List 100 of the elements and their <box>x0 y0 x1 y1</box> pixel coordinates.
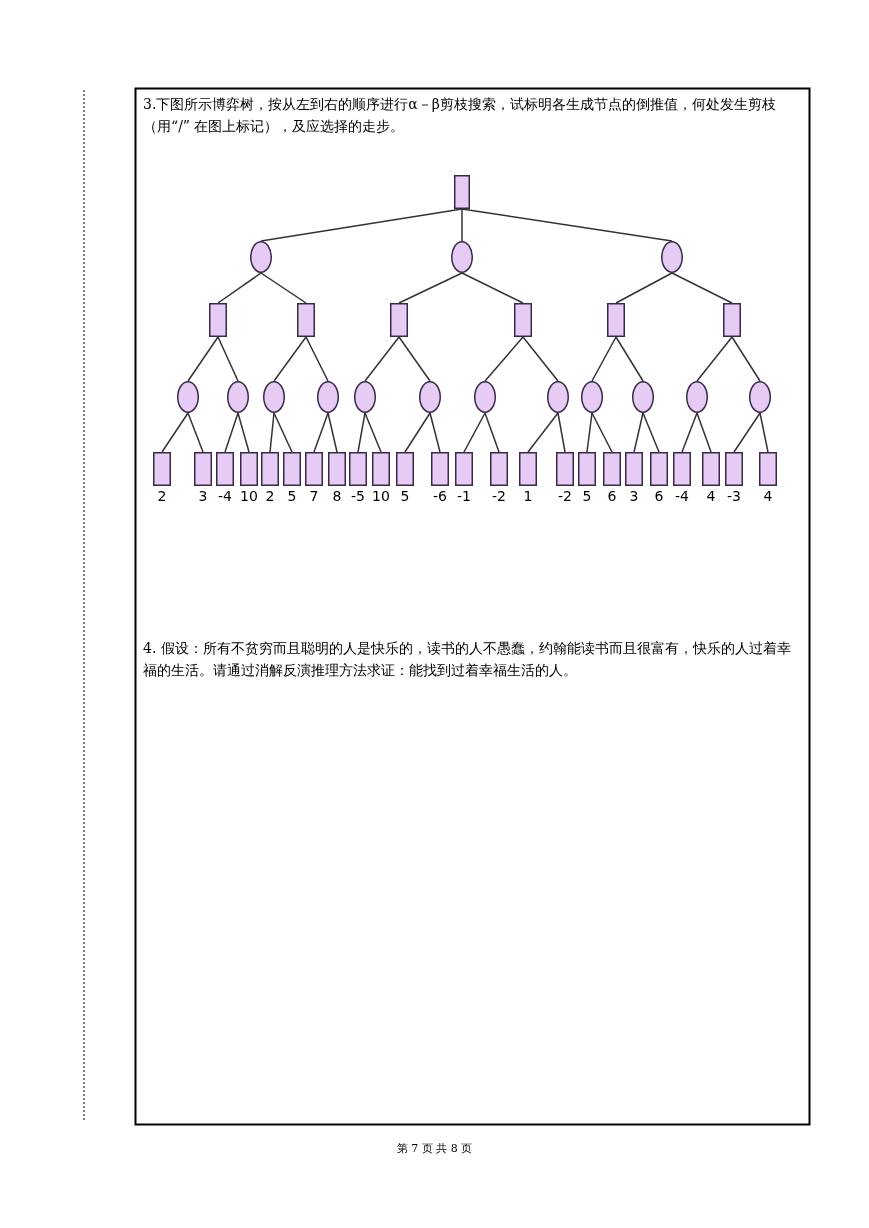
tree-branch-line <box>237 412 250 453</box>
max-node-box <box>454 175 470 209</box>
tree-branch-line <box>557 412 566 453</box>
max-node-box <box>723 303 741 337</box>
tree-branch-line <box>260 208 463 242</box>
tree-branch-line <box>461 208 673 242</box>
leaf-value: 5 <box>400 488 410 504</box>
max-node-box <box>519 452 537 486</box>
question-text: 3.下图所示博弈树，按从左到右的顺序进行α－β剪枝搜索，试标明各生成节点的倒推值，何处发生剪枝（用“/” 在图上标记），及应选择的走步。 <box>143 95 777 136</box>
min-node-circle <box>661 241 683 273</box>
tree-branch-line <box>615 272 673 304</box>
tree-branch-line <box>260 272 307 304</box>
tree-branch-line <box>187 336 219 382</box>
min-node-circle <box>547 381 569 413</box>
tree-branch-line <box>696 412 712 453</box>
tree-branch-line <box>404 412 431 453</box>
question-text: 4. 假设：所有不贫穷而且聪明的人是快乐的，读书的人不愚蠢，约翰能读书而且很富有，快乐的人过着幸福的生活。请通过消解反演推理方法求证：能找到过着幸福生活的人。 <box>143 639 792 680</box>
tree-branch-line <box>305 336 329 382</box>
leaf-value: 10 <box>240 488 258 504</box>
leaf-value: 3 <box>629 488 639 504</box>
tree-branch-line <box>273 412 293 453</box>
min-node-circle <box>474 381 496 413</box>
max-node-box <box>759 452 777 486</box>
min-node-circle <box>581 381 603 413</box>
max-node-box <box>305 452 323 486</box>
tree-branch-line <box>461 208 463 242</box>
min-node-circle <box>749 381 771 413</box>
max-node-box <box>261 452 279 486</box>
tree-branch-line <box>681 412 698 453</box>
min-node-circle <box>451 241 473 273</box>
max-node-box <box>328 452 346 486</box>
max-node-box <box>240 452 258 486</box>
min-node-circle <box>250 241 272 273</box>
leaf-value: -6 <box>433 488 447 504</box>
max-node-box <box>625 452 643 486</box>
max-node-box <box>209 303 227 337</box>
leaf-value: 4 <box>706 488 716 504</box>
tree-branch-line <box>187 412 204 453</box>
tree-branch-line <box>273 336 307 382</box>
leaf-value: 5 <box>582 488 592 504</box>
tree-branch-line <box>224 412 239 453</box>
page-footer: 第 7 页 共 8 页 <box>0 1138 869 1160</box>
max-node-box <box>702 452 720 486</box>
max-node-box <box>216 452 234 486</box>
leaf-value: -4 <box>218 488 232 504</box>
tree-branch-line <box>522 336 559 382</box>
tree-branch-line <box>484 412 500 453</box>
leaf-value: 2 <box>265 488 275 504</box>
leaf-value: -4 <box>675 488 689 504</box>
tree-branch-line <box>217 272 262 304</box>
max-node-box <box>725 452 743 486</box>
leaf-value: 6 <box>654 488 664 504</box>
max-node-box <box>603 452 621 486</box>
max-node-box <box>153 452 171 486</box>
leaf-value: 2 <box>157 488 167 504</box>
tree-branch-line <box>671 272 733 304</box>
tree-branch-line <box>313 412 329 453</box>
leaf-value: -2 <box>558 488 572 504</box>
max-node-box <box>455 452 473 486</box>
tree-branch-line <box>759 412 769 453</box>
tree-branch-line <box>429 412 441 453</box>
tree-branch-line <box>731 336 761 382</box>
tree-branch-line <box>527 412 559 453</box>
max-node-box <box>372 452 390 486</box>
leaf-value: -2 <box>492 488 506 504</box>
max-node-box <box>431 452 449 486</box>
max-node-box <box>297 303 315 337</box>
max-node-box <box>390 303 408 337</box>
tree-branch-line <box>733 412 761 453</box>
min-node-circle <box>686 381 708 413</box>
tree-branch-line <box>269 412 275 453</box>
tree-branch-line <box>364 336 400 382</box>
max-node-box <box>490 452 508 486</box>
leaf-value: 3 <box>198 488 208 504</box>
min-node-circle <box>317 381 339 413</box>
tree-branch-line <box>461 272 524 304</box>
tree-branch-line <box>696 336 733 382</box>
tree-branch-line <box>642 412 660 453</box>
leaf-value: 1 <box>523 488 533 504</box>
tree-branch-line <box>591 336 617 382</box>
max-node-box <box>578 452 596 486</box>
leaf-value: 6 <box>607 488 617 504</box>
leaf-value: 4 <box>763 488 773 504</box>
leaf-value: -3 <box>727 488 741 504</box>
min-node-circle <box>227 381 249 413</box>
max-node-box <box>673 452 691 486</box>
tree-branch-line <box>615 336 644 382</box>
tree-branch-line <box>591 412 613 453</box>
tree-branch-line <box>484 336 524 382</box>
min-node-circle <box>632 381 654 413</box>
min-node-circle <box>419 381 441 413</box>
tree-branch-line <box>463 412 486 453</box>
tree-branch-line <box>364 412 382 453</box>
max-node-box <box>607 303 625 337</box>
tree-branch-line <box>161 412 189 453</box>
leaf-value: 8 <box>332 488 342 504</box>
leaf-value: -1 <box>457 488 471 504</box>
max-node-box <box>650 452 668 486</box>
leaf-value: 7 <box>309 488 319 504</box>
max-node-box <box>396 452 414 486</box>
